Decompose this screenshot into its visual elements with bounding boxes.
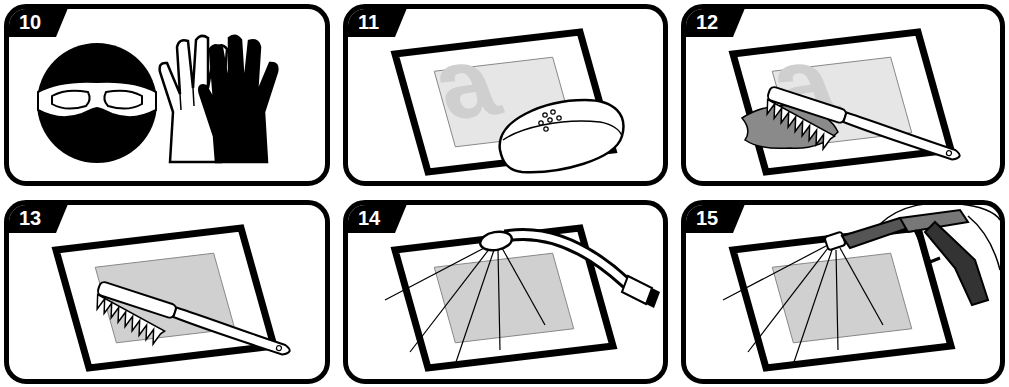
tile	[733, 32, 951, 172]
brush	[757, 86, 962, 190]
step-number: 12	[685, 8, 745, 37]
spray-lines-part	[836, 250, 838, 350]
step-tab: 10	[8, 8, 68, 37]
glove-black-part	[199, 36, 277, 162]
spray-gun	[824, 203, 1000, 305]
brush-part	[173, 307, 292, 356]
spray-lines-part	[385, 246, 488, 300]
spray-lines	[385, 246, 545, 365]
step-number: 11	[347, 8, 407, 37]
spray-gun-part	[915, 230, 940, 262]
sponge-part	[544, 127, 548, 131]
tile	[733, 228, 951, 368]
tile	[56, 228, 274, 368]
shower-hose	[505, 234, 660, 308]
brush-part	[843, 112, 962, 161]
spray-lines-part	[498, 250, 500, 350]
brush-part	[276, 345, 282, 351]
shower-head	[479, 229, 514, 252]
step-number: 10	[8, 8, 68, 37]
spray-gun-part	[880, 203, 1000, 224]
goggles-head-part	[37, 43, 157, 163]
sponge-part	[500, 100, 624, 172]
tile-part	[434, 253, 574, 343]
brush-part	[946, 150, 952, 156]
spray-lines	[723, 246, 883, 365]
spray-lines-part	[748, 248, 828, 352]
goggles-head	[37, 43, 157, 163]
step-tab: 11	[347, 8, 407, 37]
shower-hose-part	[622, 276, 652, 304]
spray-lines-part	[840, 248, 883, 325]
sponge-part	[551, 110, 555, 114]
sponge-part	[557, 116, 561, 120]
spray-gun-part	[824, 232, 845, 251]
goggles-head-part	[38, 82, 156, 117]
spray-gun-part	[968, 216, 1000, 270]
spray-gun-part	[842, 218, 908, 248]
spray-lines-part	[793, 250, 832, 365]
brush	[87, 281, 292, 385]
shower-hose-part	[505, 234, 640, 292]
spray-lines-part	[455, 250, 494, 365]
tile-part	[733, 228, 951, 368]
brush-part	[758, 99, 839, 151]
goggles-head-part	[104, 91, 142, 109]
sponge-part	[539, 121, 543, 125]
tile-letter: a	[418, 31, 510, 134]
shower-head-part	[479, 229, 514, 252]
shower-hose-part	[505, 234, 640, 292]
spray-lines-part	[410, 248, 490, 352]
brush-part	[88, 294, 169, 346]
step-tab: 14	[347, 204, 407, 233]
tile-part	[733, 32, 951, 172]
sponge	[500, 100, 624, 172]
step-number: 13	[8, 204, 68, 233]
spray-lines-part	[502, 248, 545, 325]
spray-lines-part	[723, 246, 826, 300]
goggles-head-part	[52, 91, 90, 109]
shower-hose-part	[646, 288, 660, 308]
step-number: 15	[685, 204, 745, 233]
sponge-part	[543, 113, 547, 117]
step-tab: 13	[8, 204, 68, 233]
step-number: 14	[347, 204, 407, 233]
glove-black	[199, 36, 277, 162]
tile-part	[56, 228, 274, 368]
sponge-part	[503, 121, 622, 140]
step-tab: 15	[685, 204, 745, 233]
step-tab: 12	[685, 8, 745, 37]
tile-part	[772, 253, 912, 343]
sponge-part	[548, 118, 552, 122]
spray-gun-part	[925, 222, 988, 305]
